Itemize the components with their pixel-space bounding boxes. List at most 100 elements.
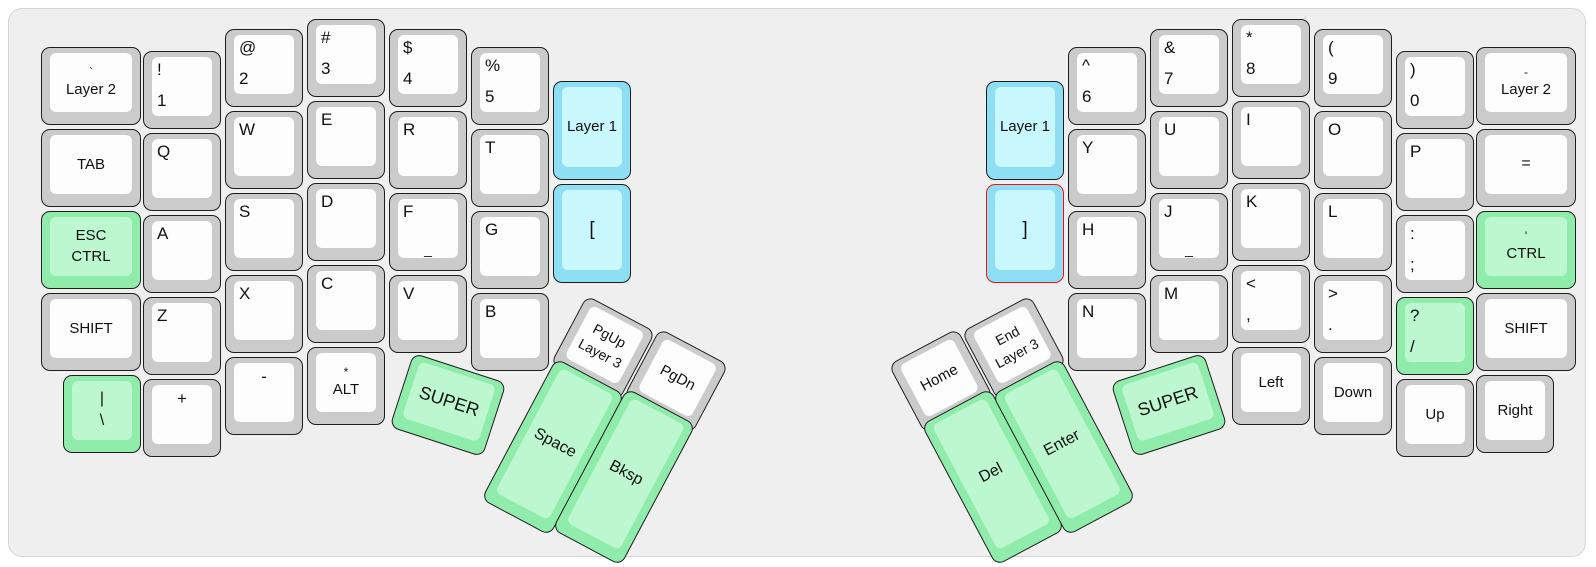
key-minus-left-cap: -	[234, 363, 294, 422]
key-e[interactable]: E	[307, 101, 385, 179]
key-arrow-left[interactable]: Left	[1232, 347, 1310, 425]
key-3[interactable]: #3	[307, 19, 385, 97]
key-label: V	[403, 284, 415, 303]
key-plus[interactable]: +	[143, 379, 221, 457]
key-label: ,	[1246, 305, 1251, 325]
key-b[interactable]: B	[471, 293, 549, 371]
key-label: Layer 1	[999, 118, 1051, 136]
key-label: 5	[485, 87, 495, 107]
key-y-cap: Y	[1077, 135, 1137, 194]
key-label: &	[1164, 38, 1176, 57]
key-minus-left[interactable]: -	[225, 357, 303, 435]
key-w[interactable]: W	[225, 111, 303, 189]
key-label: %	[485, 56, 501, 75]
key-j-labels: J	[1159, 199, 1219, 258]
key-shift-left[interactable]: SHIFT	[41, 293, 141, 371]
key-g[interactable]: G	[471, 211, 549, 289]
key-tab[interactable]: TAB	[41, 129, 141, 207]
key-label: A	[157, 224, 169, 243]
key-4[interactable]: $4	[389, 29, 467, 107]
key-label: K	[1246, 192, 1258, 211]
key-7-labels: &7	[1159, 35, 1219, 94]
key-l[interactable]: L	[1314, 193, 1392, 271]
key-period[interactable]: >.	[1314, 275, 1392, 353]
key-layer1-left[interactable]: Layer 1	[553, 81, 631, 180]
key-v[interactable]: V	[389, 275, 467, 353]
key-minus-layer2[interactable]: -Layer 2	[1476, 47, 1576, 125]
key-9-labels: (9	[1323, 35, 1383, 94]
key-g-labels: G	[480, 217, 540, 276]
key-arrow-up[interactable]: Up	[1396, 379, 1474, 457]
key-x[interactable]: X	[225, 275, 303, 353]
key-rbracket[interactable]: ]	[986, 184, 1064, 283]
key-u[interactable]: U	[1150, 111, 1228, 189]
key-layer1-right[interactable]: Layer 1	[986, 81, 1064, 180]
key-s-cap: S	[234, 199, 294, 258]
key-minus-layer2-labels: -Layer 2	[1485, 53, 1567, 112]
key-z[interactable]: Z	[143, 297, 221, 375]
key-2[interactable]: @2	[225, 29, 303, 107]
key-k[interactable]: K	[1232, 183, 1310, 261]
key-label: $	[403, 38, 413, 57]
key-lbracket[interactable]: [	[553, 184, 631, 283]
key-shift-right-cap: SHIFT	[1485, 299, 1567, 358]
key-c[interactable]: C	[307, 265, 385, 343]
key-label: E	[321, 110, 333, 129]
key-label: !	[157, 60, 162, 79]
key-m[interactable]: M	[1150, 275, 1228, 353]
key-p[interactable]: P	[1396, 133, 1474, 211]
key-u-labels: U	[1159, 117, 1219, 176]
key-asterisk-alt[interactable]: *ALT	[307, 347, 385, 425]
key-s[interactable]: S	[225, 193, 303, 271]
key-8[interactable]: *8	[1232, 19, 1310, 97]
key-shift-right[interactable]: SHIFT	[1476, 293, 1576, 371]
key-0[interactable]: )0	[1396, 51, 1474, 129]
key-o[interactable]: O	[1314, 111, 1392, 189]
key-label: O	[1328, 120, 1342, 139]
key-label: +	[177, 389, 187, 408]
key-7[interactable]: &7	[1150, 29, 1228, 107]
key-q-labels: Q	[152, 139, 212, 198]
key-j[interactable]: _J	[1150, 193, 1228, 271]
key-label: ALT	[332, 381, 360, 399]
key-arrow-right[interactable]: Right	[1476, 375, 1554, 453]
key-comma[interactable]: <,	[1232, 265, 1310, 343]
key-h[interactable]: H	[1068, 211, 1146, 289]
key-equals[interactable]: =	[1476, 129, 1576, 207]
key-pipe-backslash[interactable]: |\	[63, 375, 141, 453]
key-8-labels: *8	[1241, 25, 1301, 84]
key-y[interactable]: Y	[1068, 129, 1146, 207]
key-t[interactable]: T	[471, 129, 549, 207]
key-f[interactable]: _F	[389, 193, 467, 271]
key-r[interactable]: R	[389, 111, 467, 189]
key-quote-ctrl[interactable]: 'CTRL	[1476, 211, 1576, 289]
key-6[interactable]: ^6	[1068, 47, 1146, 125]
key-semicolon[interactable]: :;	[1396, 215, 1474, 293]
key-label: Y	[1082, 138, 1094, 157]
key-d[interactable]: D	[307, 183, 385, 261]
key-m-cap: M	[1159, 281, 1219, 340]
key-question-slash[interactable]: ?/	[1396, 297, 1474, 375]
key-label: =	[1521, 155, 1531, 173]
key-period-cap: >.	[1323, 281, 1383, 340]
key-i[interactable]: I	[1232, 101, 1310, 179]
key-label: Enter	[1041, 426, 1083, 460]
key-grave-layer2[interactable]: `Layer 2	[41, 47, 141, 125]
key-9[interactable]: (9	[1314, 29, 1392, 107]
key-label: '	[1524, 229, 1528, 244]
key-1-labels: !1	[152, 57, 212, 116]
key-semicolon-labels: :;	[1405, 221, 1465, 280]
key-1[interactable]: !1	[143, 51, 221, 129]
key-p-cap: P	[1405, 139, 1465, 198]
key-5[interactable]: %5	[471, 47, 549, 125]
key-arrow-down[interactable]: Down	[1314, 357, 1392, 435]
key-plus-cap: +	[152, 385, 212, 444]
key-rbracket-cap: ]	[995, 190, 1055, 270]
key-semicolon-cap: :;	[1405, 221, 1465, 280]
key-q[interactable]: Q	[143, 133, 221, 211]
key-a[interactable]: A	[143, 215, 221, 293]
key-n[interactable]: N	[1068, 293, 1146, 371]
key-comma-labels: <,	[1241, 271, 1301, 330]
